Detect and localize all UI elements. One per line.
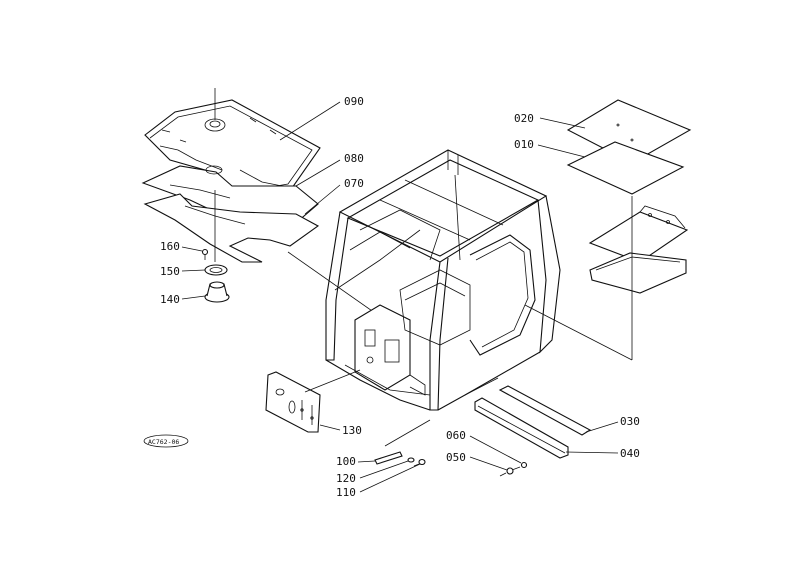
- leader-130: [319, 424, 341, 431]
- label-120: 120: [336, 472, 356, 485]
- ring-150: [204, 264, 228, 276]
- label-090: 090: [344, 95, 364, 108]
- leader-mat-to-cab: [287, 251, 386, 321]
- rear-lower-panel: [589, 252, 687, 294]
- leader-120: [359, 460, 409, 479]
- strip-030: [498, 385, 592, 436]
- leader-strips-to-cab: [464, 377, 499, 396]
- leader-030: [585, 421, 619, 433]
- leader-070: [304, 184, 341, 215]
- label-130: 130: [342, 424, 362, 437]
- floor-mat-090: [144, 88, 321, 199]
- label-020: 020: [514, 112, 534, 125]
- drawing-code-text: AC762-06: [148, 438, 179, 446]
- leader-040: [565, 451, 619, 454]
- leader-pin-to-cab: [384, 419, 431, 447]
- leader-060: [469, 435, 522, 464]
- label-070: 070: [344, 177, 364, 190]
- leader-020: [539, 117, 586, 129]
- leader-130-to-cab: [304, 369, 361, 393]
- leader-050: [469, 456, 508, 471]
- label-060: 060: [446, 429, 466, 442]
- label-050: 050: [446, 451, 466, 464]
- label-030: 030: [620, 415, 640, 428]
- label-080: 080: [344, 152, 364, 165]
- leader-010: [537, 144, 586, 158]
- leader-100: [357, 460, 376, 463]
- leader-rear-to-cab: [524, 304, 633, 361]
- label-110: 110: [336, 486, 356, 499]
- leader-160: [181, 246, 203, 252]
- label-140: 140: [160, 293, 180, 306]
- boot-140: [204, 281, 230, 303]
- screw-050: [499, 467, 514, 477]
- leader-140: [181, 295, 206, 300]
- label-010: 010: [514, 138, 534, 151]
- label-100: 100: [336, 455, 356, 468]
- washer-120: [407, 457, 415, 463]
- roof-panel-010: [566, 141, 685, 195]
- label-150: 150: [160, 265, 180, 278]
- leader-080: [295, 159, 341, 187]
- plate-130: [265, 371, 321, 433]
- screw-060: [511, 461, 528, 471]
- drawing-code-stamp: AC762-06: [143, 434, 189, 448]
- label-040: 040: [620, 447, 640, 460]
- leader-150: [181, 269, 206, 272]
- label-160: 160: [160, 240, 180, 253]
- strip-040: [474, 397, 569, 459]
- bolt-160: [201, 248, 209, 260]
- pin-100: [374, 451, 403, 465]
- leader-090: [279, 101, 341, 141]
- bolt-110: [413, 458, 426, 467]
- leader-110: [359, 463, 421, 493]
- cab-frame: [325, 149, 561, 411]
